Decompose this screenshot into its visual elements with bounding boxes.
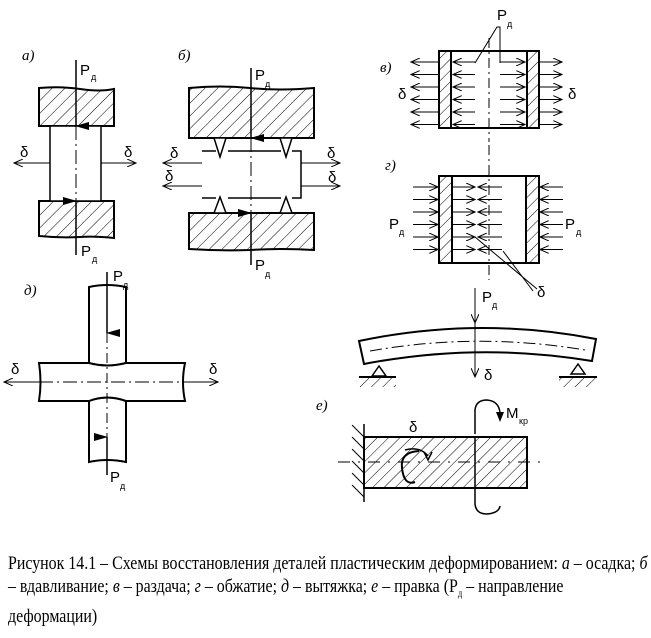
- caption-text: – вытяжка;: [289, 577, 372, 597]
- caption-key: б: [639, 554, 648, 574]
- force-label: P: [482, 289, 492, 306]
- moment-arrow-bottom: [474, 488, 501, 515]
- force-subscript: д: [507, 19, 513, 29]
- moment-subscript: кр: [519, 416, 528, 426]
- delta-label: δ: [170, 145, 178, 162]
- panel-b-indentation: б) P д P д δ δ δ δ: [163, 48, 340, 279]
- force-subscript: д: [123, 280, 129, 290]
- delta-label: δ: [327, 145, 335, 162]
- force-label: P: [80, 62, 90, 79]
- force-subscript: д: [120, 481, 126, 491]
- bent-beam: [357, 327, 598, 366]
- delta-leader: [502, 250, 534, 292]
- sleeve-wall-left: [438, 50, 452, 129]
- caption-text: Рисунок 14.1 – Схемы восстановления дета…: [8, 554, 562, 574]
- panel-d-drawing: д) P д P д δ δ: [4, 268, 218, 491]
- twist-indicator: [400, 450, 420, 484]
- moment-label: M: [506, 405, 519, 422]
- caption-force-subscript: д: [457, 588, 463, 600]
- panel-v-label: в): [380, 60, 392, 76]
- force-label: P: [565, 216, 575, 233]
- caption-text: – правка (: [378, 577, 450, 597]
- caption-key: г: [194, 577, 201, 597]
- caption-text: – осадка;: [569, 554, 640, 574]
- force-subscript: д: [92, 254, 98, 264]
- lower-indenters: [212, 194, 294, 214]
- panel-a-label: а): [22, 48, 35, 64]
- delta-label: δ: [11, 361, 19, 378]
- moment-arrow-top: [474, 399, 501, 434]
- panel-a-upsetting: а) P д P д δ δ: [14, 48, 136, 264]
- force-label: P: [110, 469, 120, 486]
- delta-label: δ: [568, 86, 576, 103]
- panel-bending-beam: P д δ: [357, 288, 598, 387]
- delta-label: δ: [398, 86, 406, 103]
- sleeve-wall-left: [438, 175, 453, 264]
- caption-text: – направление деформации): [8, 577, 564, 627]
- caption-text: – раздача;: [119, 577, 195, 597]
- support-base-left: [359, 377, 396, 387]
- figure-caption: Рисунок 14.1 – Схемы восстановления дета…: [8, 553, 648, 629]
- delta-label: δ: [537, 284, 545, 301]
- force-subscript: д: [265, 79, 271, 89]
- deformation-schemes-figure: а) P д P д δ δ б) P д P д δ δ δ: [0, 7, 598, 515]
- force-label: P: [255, 257, 265, 274]
- force-label: P: [255, 67, 265, 84]
- force-label: P: [113, 268, 123, 285]
- upper-indenters: [212, 137, 294, 160]
- delta-label: δ: [165, 168, 173, 185]
- caption-key: д: [280, 577, 290, 597]
- force-subscript: д: [492, 300, 498, 310]
- caption-text: – обжатие;: [200, 577, 281, 597]
- force-label: P: [81, 243, 91, 260]
- force-label: P: [497, 7, 507, 24]
- force-subscript: д: [265, 269, 271, 279]
- caption-key: а: [561, 554, 570, 574]
- force-leader: [474, 26, 501, 64]
- delta-label: δ: [209, 361, 217, 378]
- caption-text: – вдавливание;: [8, 577, 113, 597]
- delta-label: δ: [484, 367, 492, 384]
- workpiece: [202, 150, 302, 199]
- caption-key: в: [112, 577, 120, 597]
- panel-v-expansion: в) P д δ δ: [380, 7, 576, 142]
- support-base-right: [559, 377, 597, 387]
- panel-g-label: г): [385, 158, 396, 174]
- force-subscript: д: [399, 227, 405, 237]
- panel-e-torsion-straightening: е) δ M кр: [316, 398, 540, 515]
- delta-label: δ: [328, 169, 336, 186]
- panel-d-label: д): [24, 283, 37, 299]
- caption-key: е: [371, 577, 379, 597]
- force-subscript: д: [91, 72, 97, 82]
- force-label: P: [389, 216, 399, 233]
- force-subscript: д: [576, 227, 582, 237]
- delta-label: δ: [20, 144, 28, 161]
- panel-b-label: б): [178, 48, 191, 64]
- support-right: [569, 362, 587, 375]
- delta-label: δ: [124, 144, 132, 161]
- support-left: [370, 364, 388, 377]
- sleeve-wall-right: [526, 50, 540, 129]
- panel-e-label: е): [316, 398, 328, 414]
- delta-label: δ: [409, 419, 417, 436]
- sleeve-wall-right: [525, 175, 540, 264]
- caption-force: P: [449, 577, 458, 597]
- panel-g-compression: г) P д P д δ: [385, 145, 582, 301]
